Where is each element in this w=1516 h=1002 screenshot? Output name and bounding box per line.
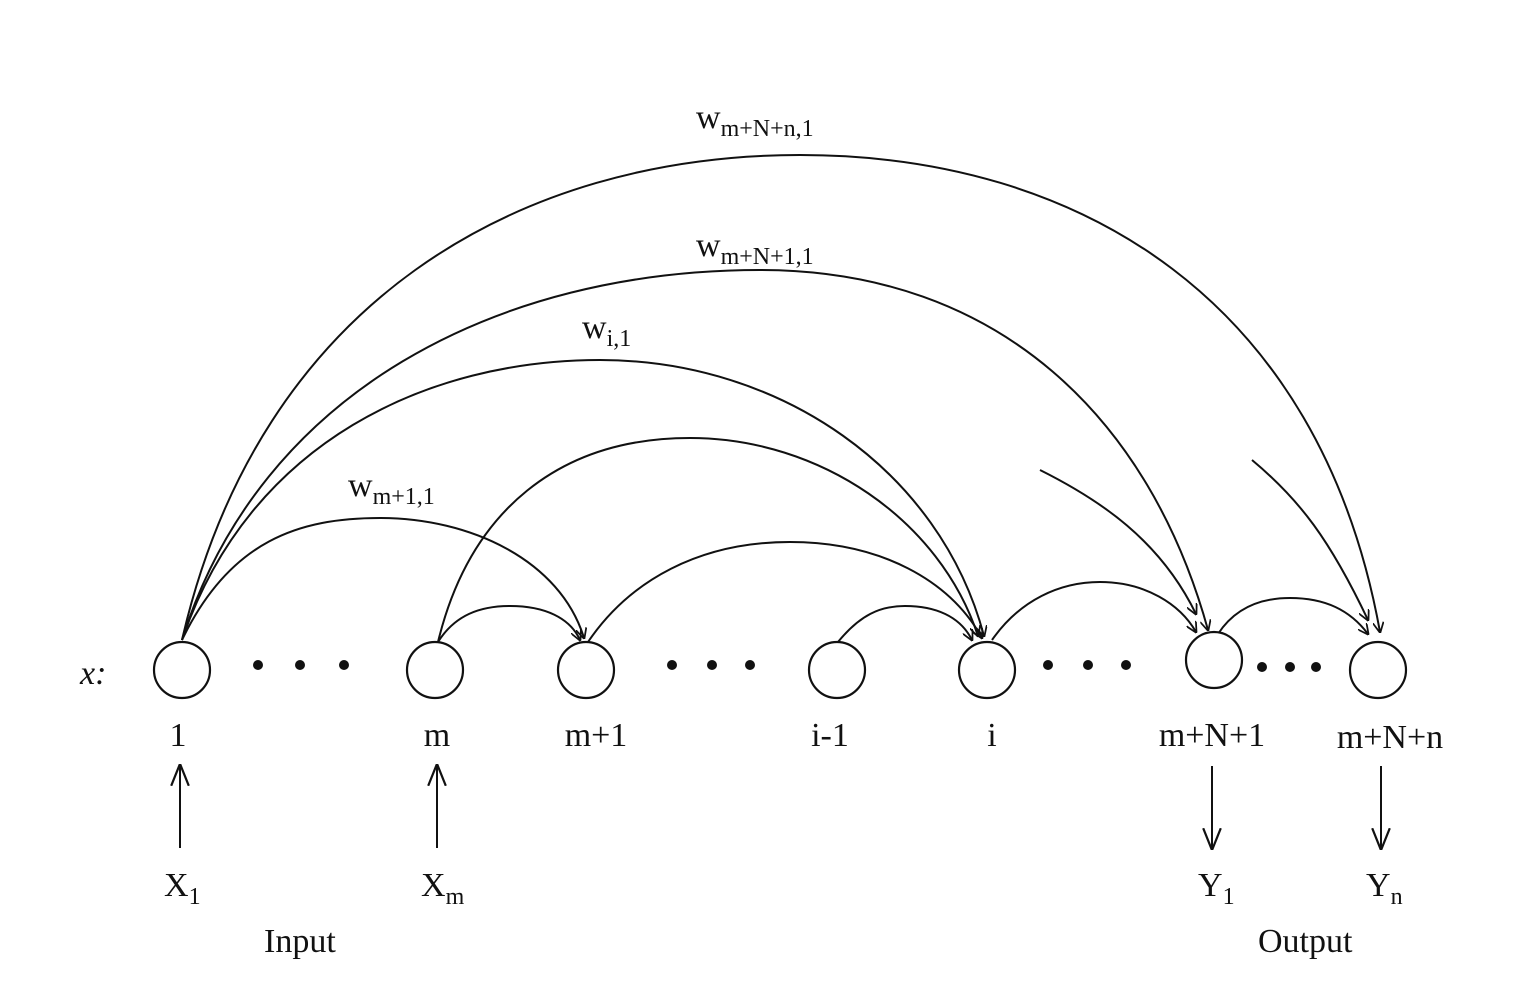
node-label: m+1 — [565, 717, 628, 754]
ellipsis-dot — [745, 660, 755, 670]
node-label: 1 — [170, 717, 187, 754]
node-label: i — [987, 717, 996, 754]
ellipsis-dot — [1285, 662, 1295, 672]
ellipsis-dot — [1311, 662, 1321, 672]
output-sub: n — [1391, 884, 1403, 910]
node-mNn — [1348, 640, 1408, 700]
weight-label-i: wi,1 — [582, 309, 631, 352]
connection-arcs — [181, 153, 1380, 643]
weight-sub: i,1 — [607, 326, 632, 352]
arc-m-to-i — [437, 436, 978, 643]
weight-label-second: wm+N+1,1 — [696, 227, 814, 270]
ellipsis-dot — [1257, 662, 1267, 672]
arc-mN1-to-mNn — [1217, 596, 1368, 634]
ellipsis-dot — [339, 660, 349, 670]
output-base: Y — [1198, 867, 1223, 904]
ellipsis-dot — [1043, 660, 1053, 670]
arc-m1-to-i — [587, 540, 982, 643]
weight-label-top: wm+N+n,1 — [696, 99, 814, 142]
node-mN1 — [1184, 630, 1244, 690]
node-label: m+N+1 — [1159, 717, 1265, 754]
ellipsis-dot — [707, 660, 717, 670]
ellipsis-dot — [295, 660, 305, 670]
ellipsis-dot — [667, 660, 677, 670]
weight-label-m1: wm+1,1 — [348, 467, 435, 510]
arc-1-to-m1 — [181, 516, 584, 640]
output-label-y1: Y1 — [1198, 867, 1235, 910]
input-caption: Input — [264, 923, 336, 960]
node-label: i-1 — [811, 717, 849, 754]
arc-1-to-mNn — [181, 153, 1380, 641]
ellipsis-dot — [1121, 660, 1131, 670]
weight-sub: m+N+1,1 — [721, 244, 814, 270]
output-label-yn: Yn — [1366, 867, 1403, 910]
vector-label: x: — [79, 655, 106, 692]
arc-stub-to-mNn — [1251, 459, 1368, 620]
node-label: m+N+n — [1337, 719, 1443, 756]
weight-base: w — [696, 99, 721, 136]
node-m — [405, 640, 465, 700]
input-sub: m — [446, 884, 465, 910]
ellipsis-dot — [253, 660, 263, 670]
weight-base: w — [696, 227, 721, 264]
arc-i1-to-i — [837, 604, 972, 642]
arc-stub-to-mN1 — [1039, 469, 1196, 614]
input-base: X — [164, 867, 189, 904]
node-1 — [152, 640, 212, 700]
output-sub: 1 — [1223, 884, 1235, 910]
weight-sub: m+N+n,1 — [721, 116, 814, 142]
output-base: Y — [1366, 867, 1391, 904]
node-i1 — [807, 640, 867, 700]
weight-sub: m+1,1 — [373, 484, 435, 510]
node-label: m — [424, 717, 450, 754]
arc-1-to-i — [181, 358, 984, 641]
input-arrows — [180, 766, 437, 848]
arc-1-to-mN1 — [181, 268, 1208, 641]
weight-base: w — [582, 309, 607, 346]
ellipsis-dots — [253, 660, 1321, 672]
nodes — [152, 630, 1408, 700]
node-i — [957, 640, 1017, 700]
arc-m-to-m1 — [437, 604, 580, 642]
node-m1 — [556, 640, 616, 700]
ellipsis-dot — [1083, 660, 1093, 670]
input-base: X — [421, 867, 446, 904]
output-caption: Output — [1258, 923, 1353, 960]
node-labels: 1 m m+1 i-1 i m+N+1 m+N+n — [170, 717, 1444, 756]
arc-i-to-mN1 — [991, 580, 1196, 641]
input-label-xm: Xm — [421, 867, 465, 910]
input-sub: 1 — [189, 884, 201, 910]
output-arrows — [1212, 766, 1381, 848]
input-label-x1: X1 — [164, 867, 201, 910]
weight-base: w — [348, 467, 373, 504]
weight-labels: wm+N+n,1 wm+N+1,1 wi,1 wm+1,1 — [348, 99, 814, 510]
